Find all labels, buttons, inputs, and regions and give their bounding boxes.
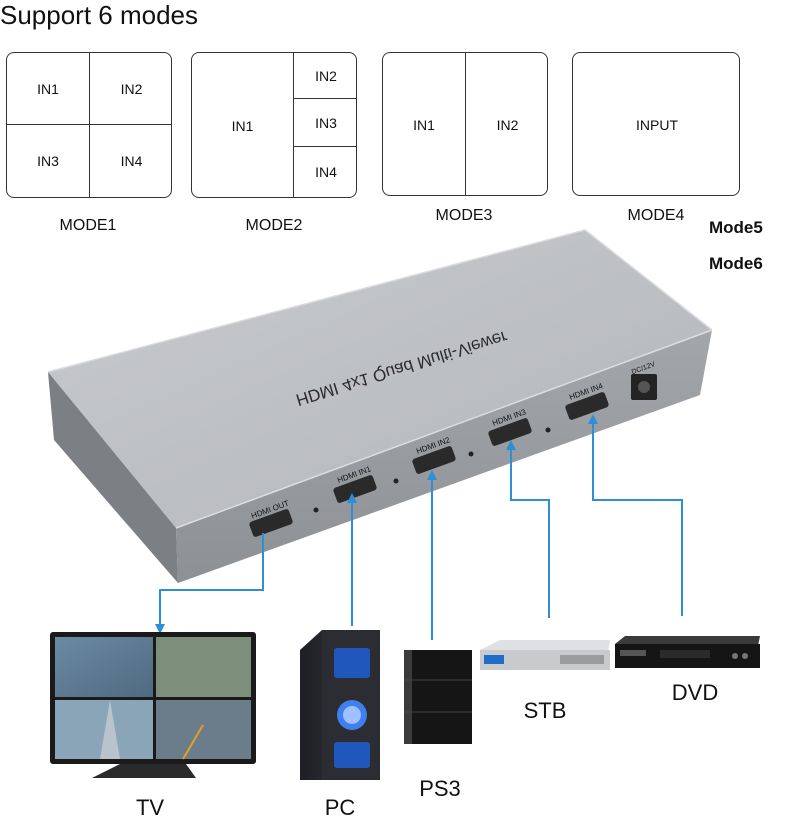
mode2-cell-in1: IN1 bbox=[192, 53, 294, 197]
dvd-player-icon bbox=[615, 636, 760, 668]
mode2-cell-in3: IN3 bbox=[294, 99, 356, 147]
hdmi-out-socket bbox=[249, 509, 293, 537]
mode1-cell-in1: IN1 bbox=[7, 53, 90, 125]
arrow-head bbox=[347, 493, 357, 503]
mode3-cell-in1: IN1 bbox=[383, 53, 466, 195]
arrow-head bbox=[155, 624, 165, 634]
line-stb-to-in3 bbox=[510, 447, 550, 618]
ps3-console-icon bbox=[404, 650, 472, 744]
mode2-cell-in2: IN2 bbox=[294, 53, 356, 99]
hdmi-in4-socket bbox=[565, 392, 609, 420]
mode4-label: MODE4 bbox=[627, 207, 685, 224]
hdmi-in2-socket bbox=[412, 446, 456, 474]
device-top-face bbox=[48, 230, 712, 528]
mode1-cell-in3: IN3 bbox=[7, 125, 90, 197]
mode3-label: MODE3 bbox=[435, 207, 493, 224]
led-dot bbox=[468, 451, 474, 457]
pc-tower-icon bbox=[300, 630, 380, 780]
arrow-head bbox=[588, 414, 598, 424]
stb-label: STB bbox=[523, 698, 567, 723]
ps3-label: PS3 bbox=[419, 776, 461, 801]
line-hdmi-out-to-tv bbox=[159, 533, 264, 628]
mode6-label: Mode6 bbox=[709, 254, 763, 273]
tv-label: TV bbox=[135, 795, 165, 820]
mode1-label: MODE1 bbox=[59, 217, 117, 234]
hdmi-in1-socket bbox=[333, 475, 377, 503]
hdmi-in3-socket bbox=[488, 418, 532, 446]
mode4-cell-input: INPUT bbox=[636, 117, 678, 133]
dvd-label: DVD bbox=[671, 680, 719, 705]
mode3-cell-in2: IN2 bbox=[496, 117, 519, 133]
mode2-label: MODE2 bbox=[245, 217, 303, 234]
mode5-label: Mode5 bbox=[709, 218, 763, 237]
led-dot bbox=[545, 427, 551, 433]
led-dot bbox=[393, 478, 399, 484]
arrow-head bbox=[506, 440, 516, 450]
mode3-diagram: IN1 IN2 bbox=[382, 52, 548, 196]
multi-viewer-device: HDMI 4x1 Quad Multi-Viewer HDMI OUT HDMI… bbox=[47, 229, 713, 583]
pc-label: PC bbox=[324, 795, 356, 820]
arrow-head bbox=[427, 470, 437, 480]
mode1-diagram: IN1 IN2 IN3 IN4 bbox=[6, 52, 172, 198]
mode1-cell-in4: IN4 bbox=[120, 153, 143, 169]
led-dot bbox=[313, 507, 319, 513]
device-side-face bbox=[48, 372, 178, 583]
mode2-cell-in4: IN4 bbox=[315, 164, 337, 180]
connection-lines bbox=[155, 414, 683, 640]
tv-icon bbox=[50, 632, 256, 778]
line-dvd-to-in4 bbox=[592, 421, 683, 616]
mode2-diagram: IN1 IN2 IN3 IN4 bbox=[191, 52, 357, 198]
mode4-diagram: INPUT bbox=[572, 52, 740, 196]
page-heading: Support 6 modes bbox=[0, 0, 199, 30]
stb-box-icon bbox=[480, 640, 610, 670]
mode1-cell-in2: IN2 bbox=[90, 53, 171, 125]
